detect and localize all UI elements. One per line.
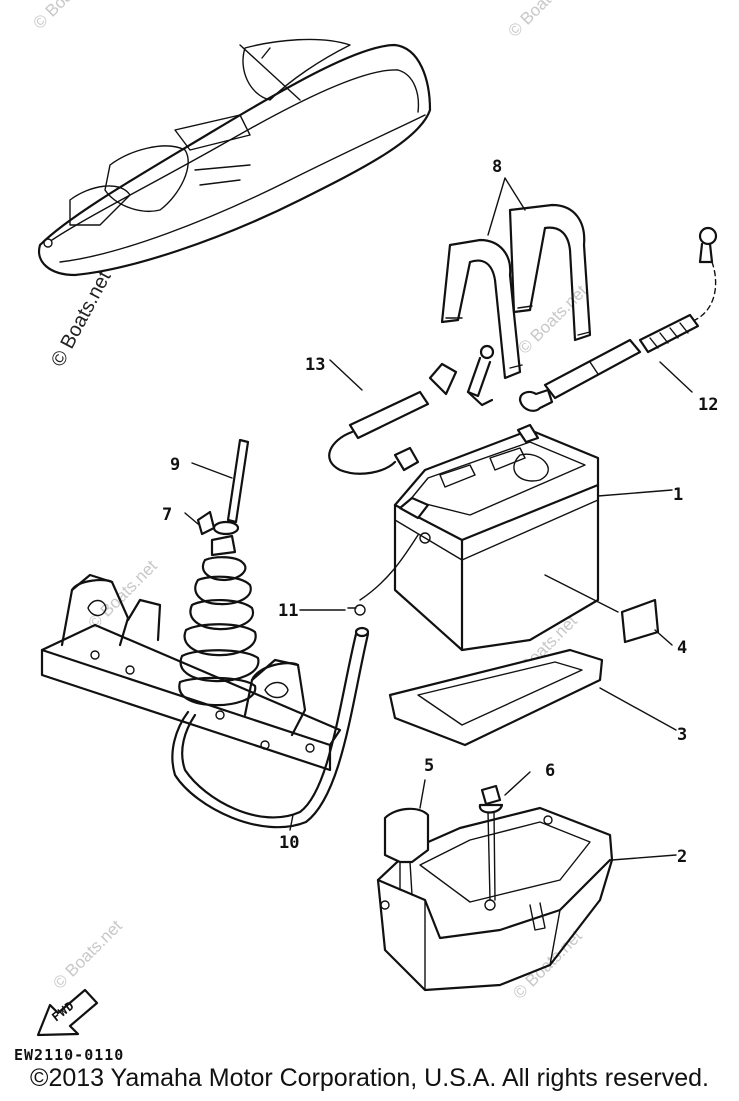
callout-11: 11 — [278, 601, 298, 621]
negative-battery-cable — [328, 344, 495, 475]
battery-box — [376, 806, 614, 992]
watercraft-illustration — [37, 38, 432, 277]
battery-label — [620, 598, 660, 644]
leader-lines — [184, 177, 693, 861]
callout-1: 1 — [673, 485, 683, 505]
drawing-code: EW2110-0110 — [14, 1046, 124, 1064]
callout-4: 4 — [677, 638, 687, 658]
callout-6: 6 — [545, 761, 555, 781]
callout-9: 9 — [170, 455, 180, 475]
battery-pad — [388, 648, 604, 747]
watermark-text: © Boats.net — [509, 926, 586, 1003]
copyright-notice: ©2013 Yamaha Motor Corporation, U.S.A. A… — [30, 1064, 709, 1092]
callout-10: 10 — [279, 833, 299, 853]
battery-strap-pair — [440, 203, 592, 380]
bellows-bracket-assembly — [40, 534, 342, 772]
callout-7: 7 — [162, 505, 172, 525]
positive-battery-cable — [518, 226, 718, 412]
forward-arrow-icon: FWD — [36, 988, 99, 1037]
callout-12: 12 — [698, 395, 718, 415]
watermark-text: © Boats.net — [49, 916, 126, 993]
bolt — [478, 784, 504, 901]
watermark-text: © Boats.net — [514, 281, 591, 358]
callout-13: 13 — [305, 355, 325, 375]
breather-pin — [226, 438, 250, 524]
callout-3: 3 — [677, 725, 687, 745]
callout-5: 5 — [424, 756, 434, 776]
callout-2: 2 — [677, 847, 687, 867]
hose-clip — [347, 604, 366, 616]
watermark-text: © Boats.net — [84, 556, 161, 633]
callout-8: 8 — [492, 157, 502, 177]
breather-hose — [171, 626, 370, 829]
cap — [383, 807, 430, 896]
clamp — [196, 510, 240, 536]
watermark-text: © Boats.net — [504, 0, 581, 41]
battery — [393, 423, 600, 652]
fwd-label: FWD — [49, 998, 77, 1024]
watermark-text: © Boats.net — [47, 267, 116, 370]
callouts: 1 2 3 4 5 6 7 8 9 10 11 12 13 — [162, 157, 718, 867]
watermark-text: © Boats.net — [29, 0, 106, 33]
